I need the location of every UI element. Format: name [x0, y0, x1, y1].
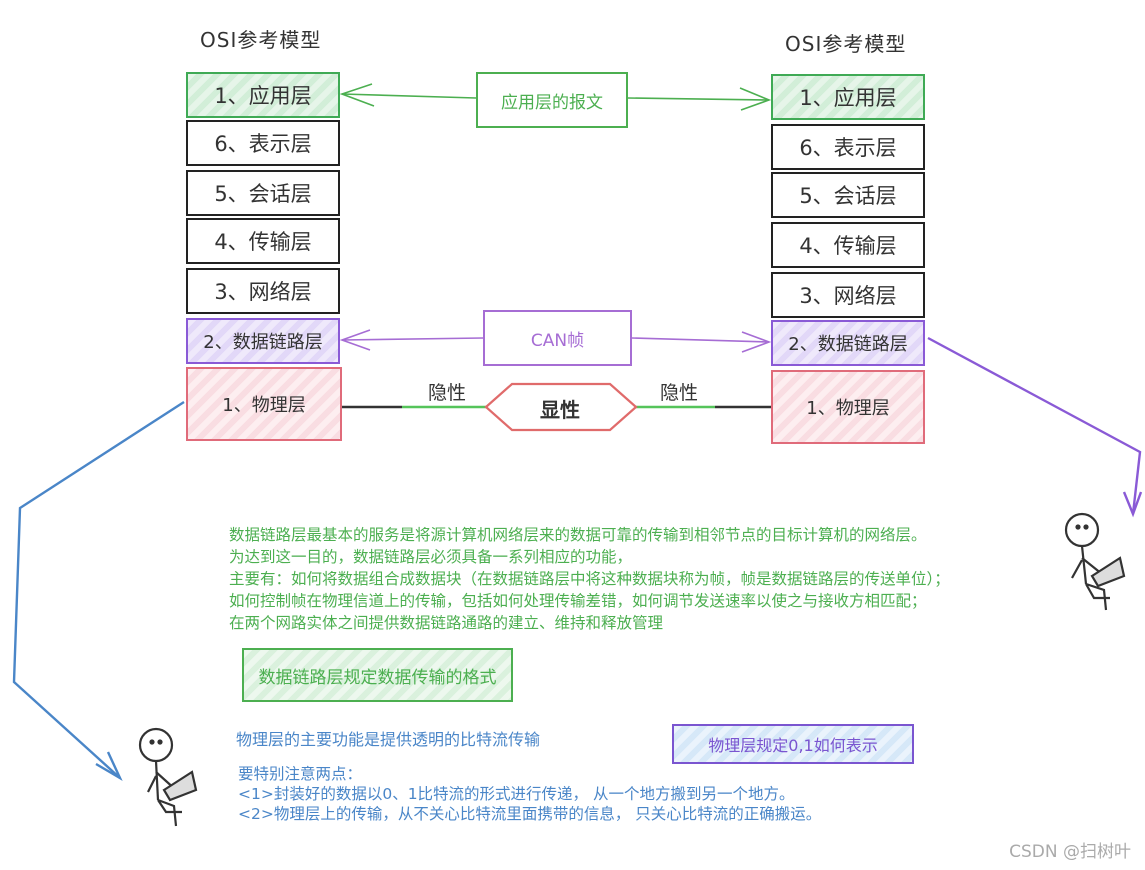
stick-figure-left-icon [138, 727, 198, 827]
datalink-description: 数据链路层最基本的服务是将源计算机网络层来的数据可靠的传输到相邻节点的目标计算机… [229, 524, 950, 634]
datalink-note-box: 数据链路层规定数据传输的格式 [242, 648, 513, 702]
left-layer-physical: 1、物理层 [186, 367, 342, 441]
left-stack-title: OSI参考模型 [200, 28, 322, 52]
left-layer-application: 1、应用层 [186, 72, 340, 118]
watermark: CSDN @扫树叶 [1009, 842, 1131, 862]
datalink-link [339, 329, 772, 353]
right-layer-presentation: 6、表示层 [771, 124, 925, 170]
left-layer-presentation: 6、表示层 [186, 120, 340, 166]
datalink-note-arrow [927, 336, 1143, 518]
right-layer-transport: 4、传输层 [771, 222, 925, 268]
physical-point-line: <1>封装好的数据以0、1比特流的形式进行传递， 从一个地方搬到另一个地方。 [238, 785, 795, 803]
physical-point-line: <2>物理层上的传输，从不关心比特流里面携带的信息， 只关心比特流的正确搬运。 [238, 805, 822, 823]
dominant-label: 显性 [540, 398, 580, 422]
left-layer-session: 5、会话层 [186, 170, 340, 216]
can-frame-label: CAN帧 [483, 310, 632, 366]
datalink-description-line: 为达到这一目的，数据链路层必须具备一系列相应的功能， [229, 548, 633, 566]
datalink-description-line: 数据链路层最基本的服务是将源计算机网络层来的数据可靠的传输到相邻节点的目标计算机… [229, 526, 927, 544]
left-layer-transport: 4、传输层 [186, 218, 340, 264]
physical-note-arrow [12, 400, 185, 781]
recessive-right-label: 隐性 [660, 382, 699, 404]
datalink-description-line: 在两个网路实体之间提供数据链路通路的建立、维持和释放管理 [229, 614, 664, 632]
right-layer-datalink: 2、数据链路层 [771, 320, 925, 366]
left-layer-datalink: 2、数据链路层 [186, 318, 340, 364]
physical-bus [342, 382, 771, 432]
right-layer-physical: 1、物理层 [771, 370, 925, 444]
physical-point-line: 要特别注意两点： [238, 765, 363, 783]
right-stack-title: OSI参考模型 [785, 32, 907, 56]
datalink-description-line: 如何控制帧在物理信道上的传输，包括如何处理传输差错，如何调节发送速率以使之与接收… [229, 592, 927, 610]
physical-main-text: 物理层的主要功能是提供透明的比特流传输 [236, 730, 541, 749]
right-layer-application: 1、应用层 [771, 74, 925, 120]
recessive-left-label: 隐性 [428, 382, 467, 404]
right-layer-session: 5、会话层 [771, 172, 925, 218]
left-layer-network: 3、网络层 [186, 268, 340, 314]
physical-points: 要特别注意两点： <1>封装好的数据以0、1比特流的形式进行传递， 从一个地方搬… [238, 764, 821, 824]
right-layer-network: 3、网络层 [771, 272, 925, 318]
application-link [339, 83, 772, 111]
stick-figure-right-icon [1064, 512, 1126, 611]
physical-note-box: 物理层规定0,1如何表示 [672, 724, 914, 764]
application-message-label: 应用层的报文 [476, 72, 628, 128]
datalink-description-line: 主要有：如何将数据组合成数据块（在数据链路层中将这种数据块称为帧，帧是数据链路层… [229, 570, 950, 588]
